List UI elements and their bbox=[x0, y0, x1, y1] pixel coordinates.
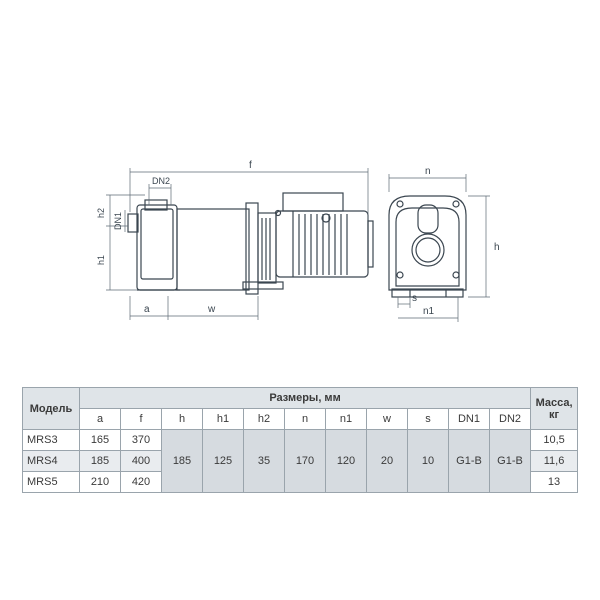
pump-head-side bbox=[127, 199, 180, 291]
dim-f-label: f bbox=[249, 160, 252, 171]
dim-dn2-label: DN2 bbox=[152, 176, 170, 186]
dim-w-label: w bbox=[207, 304, 216, 315]
dim-n1-label: n1 bbox=[423, 306, 435, 317]
column-header-dn1: DN1 bbox=[448, 408, 490, 430]
column-header-w: w bbox=[366, 408, 408, 430]
column-header-s: s bbox=[407, 408, 449, 430]
dim-h-label: h bbox=[494, 242, 500, 253]
shared-n-cell: 170 bbox=[284, 429, 326, 493]
dim-h2-label: h2 bbox=[96, 208, 106, 218]
pump-front-view bbox=[388, 195, 467, 298]
column-header-h1: h1 bbox=[202, 408, 244, 430]
shared-h2-cell: 35 bbox=[243, 429, 285, 493]
shared-w-cell: 20 bbox=[366, 429, 408, 493]
dim-a-label: a bbox=[144, 304, 150, 315]
column-header-n1: n1 bbox=[325, 408, 367, 430]
a-cell: 185 bbox=[79, 450, 121, 472]
dim-s-label: s bbox=[412, 293, 417, 304]
mass-header-line2: кг bbox=[549, 408, 560, 421]
column-header-dn2: DN2 bbox=[488, 408, 532, 430]
mass-cell: 13 bbox=[530, 471, 579, 493]
shared-n1-cell: 120 bbox=[325, 429, 367, 493]
column-header-n: n bbox=[284, 408, 326, 430]
column-header-a: a bbox=[79, 408, 121, 430]
mass-cell: 11,6 bbox=[530, 450, 579, 472]
model-cell: MRS4 bbox=[22, 450, 80, 472]
model-cell: MRS5 bbox=[22, 471, 80, 493]
shared-dn1-cell: G1-B bbox=[448, 429, 490, 493]
shared-dn2-cell: G1-B bbox=[488, 429, 532, 493]
column-header-h: h bbox=[161, 408, 203, 430]
f-cell: 420 bbox=[120, 471, 162, 493]
a-cell: 210 bbox=[79, 471, 121, 493]
dim-h1-label: h1 bbox=[96, 255, 106, 265]
column-header-f: f bbox=[120, 408, 162, 430]
pump-dimension-drawing: f DN2 h2 DN1 h1 a w n h s n1 bbox=[96, 160, 500, 322]
shared-h1-cell: 125 bbox=[202, 429, 244, 493]
mass-header: Масса,кг bbox=[530, 387, 579, 430]
model-header: Модель bbox=[22, 387, 80, 430]
dim-n-label: n bbox=[425, 166, 431, 177]
pump-casing-side bbox=[176, 202, 284, 295]
a-cell: 165 bbox=[79, 429, 121, 451]
dim-dn1-label: DN1 bbox=[113, 212, 123, 230]
motor-side bbox=[274, 192, 374, 278]
shared-h-cell: 185 bbox=[161, 429, 203, 493]
mass-header-line1: Масса, bbox=[535, 396, 573, 409]
model-cell: MRS3 bbox=[22, 429, 80, 451]
column-header-h2: h2 bbox=[243, 408, 285, 430]
f-cell: 370 bbox=[120, 429, 162, 451]
f-cell: 400 bbox=[120, 450, 162, 472]
sizes-header: Размеры, мм bbox=[78, 387, 532, 409]
mass-cell: 10,5 bbox=[530, 429, 579, 451]
shared-s-cell: 10 bbox=[407, 429, 449, 493]
